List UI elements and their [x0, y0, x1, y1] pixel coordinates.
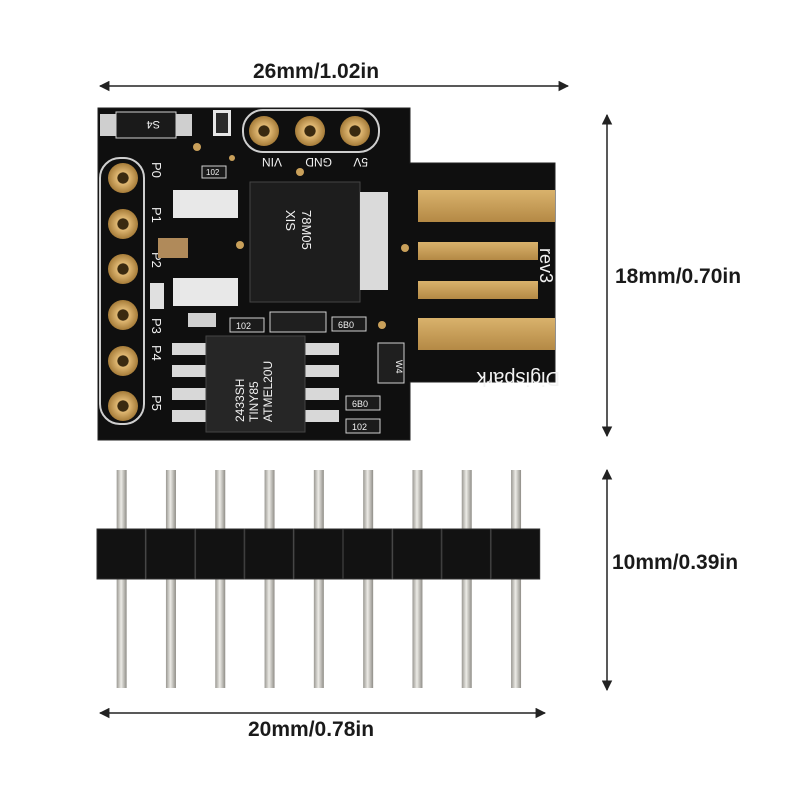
io-pin-label: P5: [149, 395, 164, 411]
header-plastic-block: [244, 528, 294, 580]
header-plastic-block: [343, 528, 393, 580]
io-pin-label: P0: [149, 162, 164, 178]
header-plastic-block: [490, 528, 541, 580]
power-pin-label-gnd: GND: [305, 155, 332, 169]
svg-text:6B0: 6B0: [338, 320, 354, 330]
header-plastic-block: [195, 528, 245, 580]
board-name-label: Digispark: [476, 367, 560, 389]
svg-text:102: 102: [236, 321, 251, 331]
pcb-board: P0 P1 P2 P3 P4 P5 5V GND VIN S4: [97, 107, 560, 441]
svg-text:2433SH: 2433SH: [233, 379, 247, 422]
header-plastic-block: [392, 528, 442, 580]
resistor: 6B0: [345, 395, 381, 411]
capacitor: [150, 283, 164, 309]
diode-w4: [377, 342, 405, 384]
io-pin-label: P3: [149, 318, 164, 334]
header-width-label: 20mm/0.78in: [248, 718, 375, 741]
resistor: 102: [229, 317, 265, 333]
resistor: 102: [345, 418, 381, 434]
svg-text:ATMEL20U: ATMEL20U: [261, 361, 275, 422]
led: [188, 313, 216, 327]
header-plastic-block: [441, 528, 491, 580]
header-height-label: 10mm/0.39in: [612, 551, 739, 574]
svg-text:TINY85: TINY85: [247, 381, 261, 422]
usb-contact: [418, 281, 538, 299]
svg-text:78M05: 78M05: [299, 210, 314, 250]
svg-text:6B0: 6B0: [352, 399, 368, 409]
svg-text:102: 102: [352, 422, 367, 432]
svg-text:S4: S4: [147, 118, 160, 130]
svg-text:102: 102: [206, 168, 220, 177]
usb-contact: [418, 190, 555, 222]
microcontroller-chip: ATMEL20U TINY85 2433SH: [172, 335, 339, 433]
diode-w4-label: W4: [394, 360, 404, 374]
header-plastic-block: [96, 528, 146, 580]
usb-contact: [418, 242, 538, 260]
io-pin-label: P4: [149, 345, 164, 361]
resistor: 102: [201, 165, 227, 179]
power-pin-label-vin: VIN: [262, 155, 282, 169]
io-pin-pads: [99, 157, 145, 425]
board-height-label: 18mm/0.70in: [615, 265, 742, 288]
header-plastic-block: [145, 528, 196, 580]
power-pin-pads: [242, 109, 380, 153]
power-pin-label-5v: 5V: [353, 155, 368, 169]
capacitor: [158, 238, 188, 258]
voltage-regulator: 78M05 XIS: [173, 181, 388, 306]
diode: [269, 311, 327, 333]
resistor: 6B0: [331, 316, 367, 332]
pin-header: [96, 470, 541, 688]
board-width-label: 26mm/1.02in: [253, 60, 380, 83]
io-pin-label: P1: [149, 207, 164, 223]
svg-text:XIS: XIS: [283, 210, 298, 231]
diode-s4: S4: [100, 111, 192, 139]
usb-contact: [418, 318, 555, 350]
header-plastic-block: [293, 528, 344, 580]
board-revision-label: rev3: [536, 248, 556, 283]
